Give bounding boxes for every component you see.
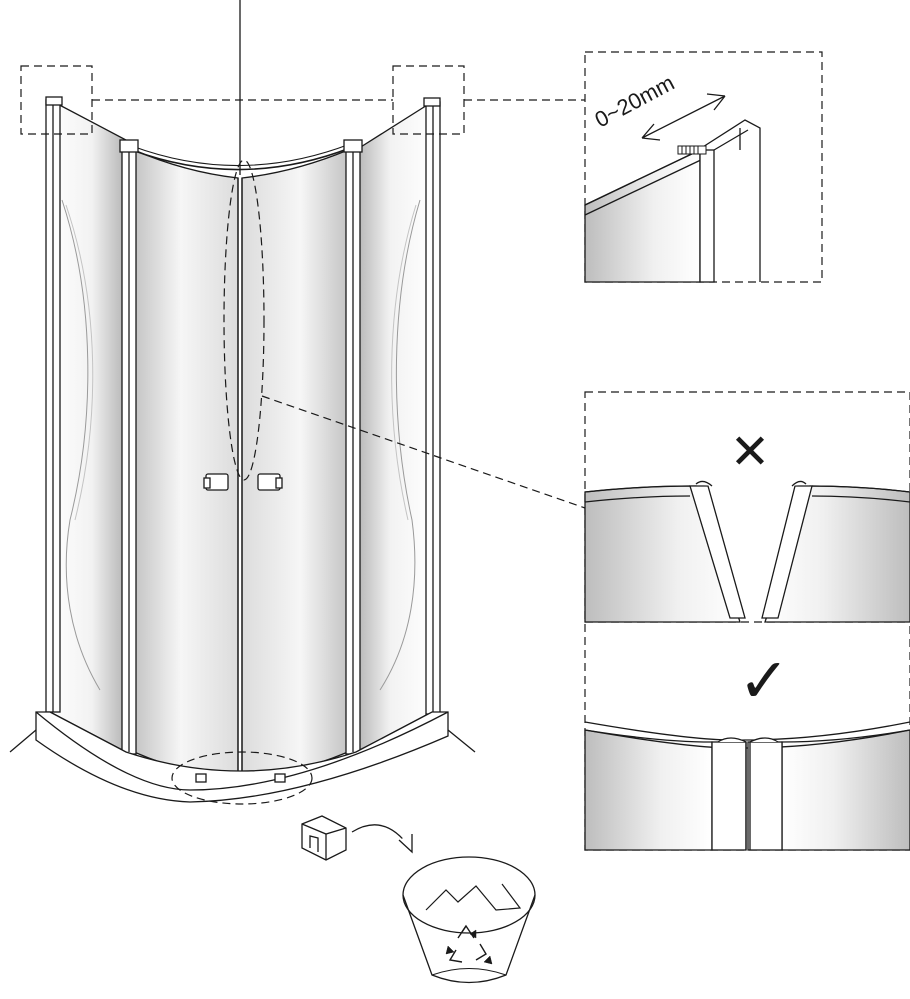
adjust-arrow-icon <box>641 93 726 141</box>
top-curved-rail <box>131 147 351 171</box>
seal-highlight-ellipse <box>223 159 265 481</box>
curved-arrow-icon <box>351 824 411 849</box>
right-sliding-door <box>241 149 349 781</box>
right-mark: ✓ <box>738 647 790 716</box>
wrong-mark: ✕ <box>730 426 770 479</box>
left-sliding-door <box>133 149 239 781</box>
trash-bin-icon <box>402 856 536 984</box>
recycle-icon <box>445 924 493 965</box>
discard-clip-section <box>301 815 536 984</box>
highlight-markers <box>20 65 586 805</box>
detail-top-adjustment: 0~20mm <box>584 51 823 283</box>
shower-enclosure <box>9 0 476 803</box>
shower-tray <box>35 711 449 803</box>
transport-clip-icon <box>301 815 347 861</box>
detail-seal-alignment: ✕ ✓ <box>584 391 910 851</box>
tray-clip-highlight-ellipse <box>171 751 313 805</box>
left-fixed-panel <box>49 98 127 754</box>
